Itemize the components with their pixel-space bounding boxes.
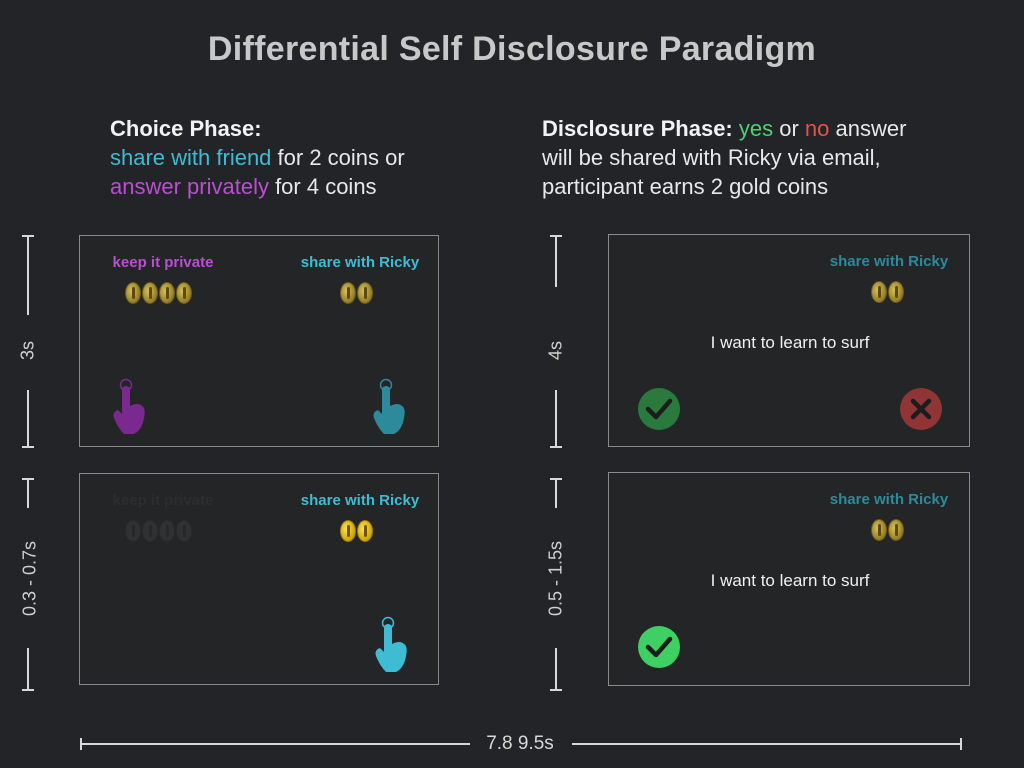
disclosure-statement: I want to learn to surf: [710, 333, 870, 352]
total-duration-label: 7.8 9.5s: [486, 733, 554, 754]
yes-check-icon[interactable]: [637, 387, 681, 431]
disclosure-phase-heading: Disclosure Phase:: [542, 116, 733, 141]
choice-phase-description: Choice Phase: share with friend for 2 co…: [110, 114, 510, 201]
page-title: Differential Self Disclosure Paradigm: [207, 30, 817, 68]
yes-check-icon-selected[interactable]: [637, 625, 681, 669]
coin-icon: [871, 519, 887, 541]
timeline-tick: [550, 689, 562, 691]
share-with-friend-text: share with friend: [110, 145, 272, 170]
duration-line: [572, 743, 962, 745]
choice-line1-rest: for 2 coins or: [271, 145, 405, 170]
yes-text: yes: [738, 116, 774, 141]
private-coins: [125, 282, 192, 304]
coin-icon: [888, 519, 904, 541]
coin-icon: [340, 282, 356, 304]
coin-icon: [176, 282, 192, 304]
disclosure-line2: will be shared with Ricky via email,: [542, 145, 881, 170]
coin-icon: [125, 520, 141, 542]
duration-line: [80, 743, 470, 745]
coin-icon: [357, 282, 373, 304]
share-tap-hand-icon[interactable]: [370, 378, 410, 436]
share-coins: [340, 282, 373, 304]
coin-icon: [142, 520, 158, 542]
coin-icon: [159, 282, 175, 304]
share-coins: [871, 281, 904, 303]
share-tap-hand-icon-selected[interactable]: [372, 616, 412, 674]
disclosure-1-duration: 4s: [545, 341, 566, 361]
share-with-ricky-label: share with Ricky: [300, 254, 420, 271]
duration-tick: [960, 738, 962, 750]
coin-icon: [142, 282, 158, 304]
coin-icon: [340, 520, 356, 542]
disclosure-screen-1: share with Ricky I want to learn to surf: [608, 234, 970, 447]
choice-2-duration: 0.3 - 0.7s: [19, 540, 40, 617]
share-coins-selected: [340, 520, 373, 542]
choice-phase-heading: Choice Phase:: [110, 116, 262, 141]
coin-icon: [357, 520, 373, 542]
share-with-ricky-label: share with Ricky: [300, 492, 420, 509]
disclosure-line3: participant earns 2 gold coins: [542, 174, 829, 199]
disclosure-2-duration: 0.5 - 1.5s: [545, 540, 566, 617]
answer-privately-text: answer privately: [110, 174, 269, 199]
disclosure-screen-2: share with Ricky I want to learn to surf: [608, 472, 970, 686]
choice-screen-1: keep it private share with Ricky: [79, 235, 439, 447]
keep-private-label-faded: keep it private: [112, 492, 214, 509]
keep-private-label: keep it private: [112, 254, 214, 271]
or-text: or: [773, 116, 805, 141]
coin-icon: [125, 282, 141, 304]
timeline-bar: [555, 648, 557, 690]
choice-1-duration: 3s: [17, 341, 38, 361]
timeline-bar: [27, 235, 29, 315]
no-text: no: [804, 116, 830, 141]
disclosure-line1-rest: answer: [829, 116, 907, 141]
timeline-bar: [555, 478, 557, 508]
no-x-icon[interactable]: [899, 387, 943, 431]
coin-icon: [871, 281, 887, 303]
coin-icon: [159, 520, 175, 542]
choice-screen-2: keep it private share with Ricky: [79, 473, 439, 685]
disclosure-phase-description: Disclosure Phase: yes or no answer will …: [542, 114, 982, 201]
timeline-bar: [27, 648, 29, 690]
timeline-tick: [550, 446, 562, 448]
share-with-ricky-label: share with Ricky: [829, 253, 949, 270]
timeline-bar: [27, 478, 29, 508]
timeline-tick: [22, 689, 34, 691]
disclosure-statement: I want to learn to surf: [710, 571, 870, 590]
choice-line2-rest: for 4 coins: [268, 174, 377, 199]
private-tap-hand-icon[interactable]: [110, 378, 150, 436]
coin-icon: [888, 281, 904, 303]
private-coins-faded: [125, 520, 192, 542]
timeline-bar: [555, 235, 557, 287]
timeline-bar: [555, 390, 557, 448]
coin-icon: [176, 520, 192, 542]
timeline-tick: [22, 446, 34, 448]
timeline-bar: [27, 390, 29, 448]
share-with-ricky-label: share with Ricky: [829, 491, 949, 508]
share-coins: [871, 519, 904, 541]
